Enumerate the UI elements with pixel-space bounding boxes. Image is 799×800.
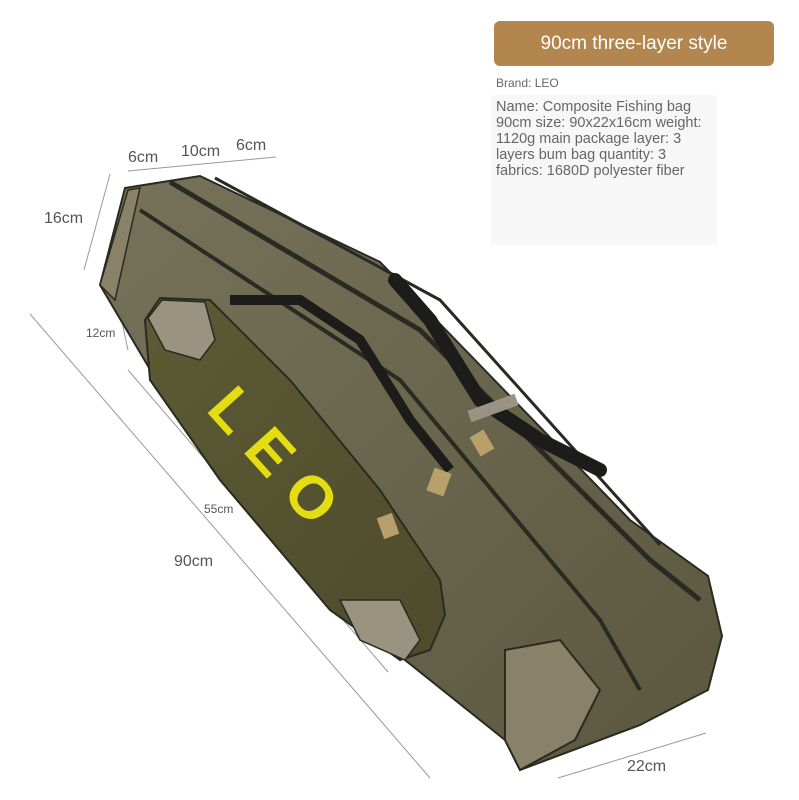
dim-top-right: 6cm <box>236 137 267 154</box>
variant-label-badge[interactable]: 90cm three-layer style <box>494 21 774 66</box>
front-pocket <box>143 296 447 662</box>
spec-description: Name: Composite Fishing bag 90cm size: 9… <box>496 99 702 179</box>
brand-label: Brand: LEO <box>496 76 559 90</box>
fishing-bag: LEO <box>98 174 724 772</box>
dim-pocket-depth: 12cm <box>86 326 116 340</box>
dim-width: 22cm <box>627 758 667 775</box>
dim-total-length: 90cm <box>174 553 214 570</box>
spec-box <box>491 95 717 245</box>
dim-pocket-length: 55cm <box>204 502 234 516</box>
dim-height: 16cm <box>44 210 84 227</box>
dim-top-left: 6cm <box>128 149 159 166</box>
variant-label: 90cm three-layer style <box>540 32 728 54</box>
dim-top-mid: 10cm <box>181 143 221 160</box>
